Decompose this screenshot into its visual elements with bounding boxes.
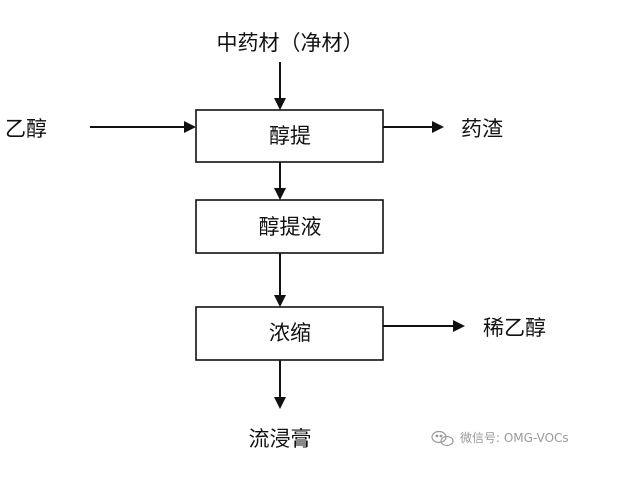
arrow-extract-liquid-to-concentration bbox=[274, 253, 286, 307]
wechat-icon bbox=[431, 430, 454, 447]
extract-liquid-box: 醇提液 bbox=[195, 199, 384, 254]
final-product-label: 流浸膏 bbox=[249, 427, 312, 451]
arrow-source-to-extraction bbox=[274, 62, 286, 110]
arrow-concentration-to-final-product bbox=[274, 360, 286, 409]
residue-output-label: 药渣 bbox=[461, 117, 503, 141]
concentration-box: 浓缩 bbox=[195, 306, 384, 361]
arrow-concentration-to-dilute-ethanol bbox=[383, 320, 465, 332]
arrow-ethanol-to-extraction bbox=[90, 121, 196, 133]
extract-liquid-label: 醇提液 bbox=[259, 215, 322, 239]
watermark: 微信号: OMG-VOCs bbox=[431, 430, 569, 447]
concentration-label: 浓缩 bbox=[269, 321, 311, 345]
extraction-label: 醇提 bbox=[269, 124, 311, 148]
source-material-label: 中药材（净材） bbox=[217, 31, 364, 55]
arrow-extraction-to-residue bbox=[383, 121, 444, 133]
ethanol-input-label: 乙醇 bbox=[5, 117, 47, 141]
dilute-ethanol-output-label: 稀乙醇 bbox=[483, 316, 546, 340]
arrow-extraction-to-extract-liquid bbox=[274, 162, 286, 200]
watermark-text: 微信号: OMG-VOCs bbox=[460, 431, 569, 445]
extraction-box: 醇提 bbox=[195, 109, 384, 163]
